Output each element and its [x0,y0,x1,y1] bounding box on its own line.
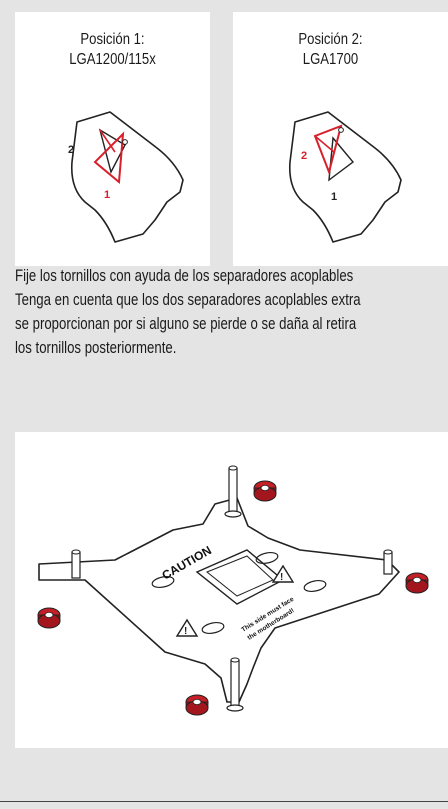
position-1-title: Posición 1: LGA1200/115x [69,31,156,68]
instruction-line: Tenga en cuenta que los dos separadores … [15,291,361,309]
position-1-diagram: 2 1 [68,111,184,243]
position-2-card: Posición 2: LGA1700 2 1 [233,12,448,266]
position-2-diagram: 2 1 [288,111,402,243]
mount-plate-outline [70,111,184,243]
triangle-position-2 [313,124,343,176]
standoff-left [37,607,61,629]
instruction-line: los tornillos posteriormente. [15,339,177,357]
position-2-title: Posición 2: LGA1700 [298,31,363,68]
instruction-line: se proporcionan por si alguno se pierde … [15,315,357,333]
standoff-bottom [185,694,209,716]
screw-left [71,549,81,579]
label-2: 2 [68,144,74,156]
label-1: 1 [104,189,110,201]
svg-text:!: ! [280,572,283,583]
instruction-text: Fije los tornillos con ayuda de los sepa… [15,264,448,360]
screw-bottom [226,657,244,712]
position-1-card: Posición 1: LGA1200/115x 2 1 [15,12,210,266]
svg-text:!: ! [184,626,187,637]
bracket-drawing: ! ! CAUTION This side must face the moth… [37,465,429,716]
standoff-top-right [253,480,277,502]
label-1: 1 [331,191,337,203]
screw-right [383,549,393,575]
standoff-right [405,572,429,594]
triangle-position-1 [93,131,125,184]
backplate-bracket [38,497,400,703]
screw-top [224,465,242,518]
page-divider [0,801,448,802]
bracket-illustration: ! ! CAUTION This side must face the moth… [15,432,448,748]
triangle-position-1 [328,136,355,182]
warning-icon: ! [271,564,295,583]
label-2: 2 [301,150,307,162]
mount-plate-outline [288,111,402,243]
warning-icon: ! [175,618,199,637]
instruction-line: Fije los tornillos con ayuda de los sepa… [15,267,354,285]
